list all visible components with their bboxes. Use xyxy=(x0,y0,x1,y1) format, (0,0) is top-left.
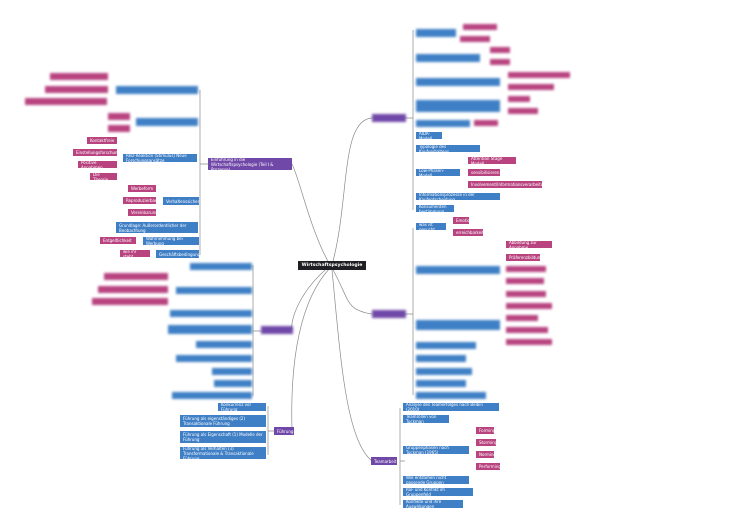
node-werbeform[interactable]: Werbeform xyxy=(128,185,156,192)
node-fuehrung-2[interactable]: Führung als Eigenschaft (1) Modelle der … xyxy=(180,431,266,443)
node-emotion[interactable]: Emotion xyxy=(453,217,469,224)
blurred-node xyxy=(416,355,466,362)
node-aufwand[interactable]: Präferenzbildung xyxy=(506,254,540,261)
blurred-node xyxy=(170,310,252,317)
blurred-node xyxy=(176,355,252,362)
blurred-node xyxy=(416,380,466,387)
blurred-node xyxy=(506,266,546,272)
branch-fuehrung[interactable]: Führung xyxy=(274,427,294,435)
blurred-node xyxy=(108,113,130,120)
node-rollen[interactable]: Rol- und Konflikt im Gruppenfeld xyxy=(403,488,473,496)
node-die-theorie[interactable]: Die Theorie xyxy=(90,173,117,180)
blurred-branch xyxy=(261,326,293,334)
blurred-node xyxy=(474,120,498,126)
node-aida-modell[interactable]: AIDA-Modell xyxy=(416,132,442,139)
blurred-node xyxy=(460,36,490,42)
node-analyse[interactable]: Analyse des Teamerfolges nach Belbin (20… xyxy=(403,403,499,411)
node-attention[interactable]: Attention Stage Modell xyxy=(468,157,516,164)
node-reproduzierbarkeit[interactable]: Reproduzierbarkeit xyxy=(123,197,156,204)
blurred-node xyxy=(506,278,544,284)
node-lpm-phasen[interactable]: Low-Phasen-Modell xyxy=(416,169,460,176)
blurred-node xyxy=(508,72,570,78)
node-fuehrung-3[interactable]: Führung als Verhalten (3) Transformation… xyxy=(180,447,266,459)
node-was-ist-gesucht[interactable]: was ist gesucht xyxy=(416,223,446,230)
blurred-node xyxy=(506,315,538,321)
blurred-node xyxy=(416,368,472,375)
node-abbildung[interactable]: Abbildung zur Annahme xyxy=(506,241,552,248)
node-sensibilisieren[interactable]: sensibilisieren xyxy=(468,169,500,176)
node-konflikte[interactable]: Konflikte und ihre Auswirkungen xyxy=(403,500,463,508)
node-fuehrung-1[interactable]: Führung als eigenständiges (2) Transakti… xyxy=(180,415,266,427)
node-involvement[interactable]: Involvement/Informationsverarbeitung xyxy=(468,181,542,188)
blurred-node xyxy=(50,73,108,80)
blurred-node xyxy=(416,320,500,330)
node-norming[interactable]: Norming xyxy=(476,451,494,458)
blurred-node xyxy=(416,100,500,112)
blurred-node xyxy=(176,287,252,294)
blurred-node xyxy=(172,392,252,399)
blurred-node xyxy=(212,368,252,375)
node-informationsprozesse[interactable]: Informationsprozesse in der Kaufentschei… xyxy=(416,193,500,200)
blurred-node xyxy=(508,84,554,90)
node-vereinbarung[interactable]: Vereinbarung xyxy=(128,209,156,216)
blurred-node xyxy=(490,59,510,65)
branch-teamarbeit[interactable]: Teamarbeit xyxy=(371,457,397,465)
blurred-node xyxy=(116,86,198,94)
blurred-node xyxy=(104,273,168,280)
node-konkurrenz[interactable]: Konkurrenz vor Führung xyxy=(218,403,266,411)
blurred-node xyxy=(506,303,552,309)
node-reiz-reaktion[interactable]: Reiz-Reaktion (Stimulus) Neue Forschungs… xyxy=(123,154,197,162)
blurred-node xyxy=(490,47,510,53)
blurred-node xyxy=(508,108,538,114)
blurred-node xyxy=(108,125,130,132)
blurred-node xyxy=(416,120,470,127)
node-verhaltenssicherung[interactable]: Verhaltenssicherung xyxy=(163,197,199,205)
node-geschaeftsbedingungen[interactable]: Geschäftsbedingungen xyxy=(156,250,199,258)
blurred-node xyxy=(416,78,500,86)
blurred-node xyxy=(508,96,530,102)
node-einstellungsforschung[interactable]: Einstellungsforschung xyxy=(73,149,117,156)
node-gruppenphasen[interactable]: Gruppenphasen nach Tuckman (1965) xyxy=(403,446,469,454)
node-erreichbarkeit[interactable]: erreichbarkeit xyxy=(453,229,483,236)
node-performing[interactable]: Performing xyxy=(476,463,500,470)
blurred-node xyxy=(506,327,548,333)
blurred-branch xyxy=(372,114,406,122)
blurred-branch xyxy=(372,310,406,318)
node-positive-annahmen[interactable]: Positive Annahmen xyxy=(78,161,117,168)
blurred-node xyxy=(92,298,168,305)
blurred-node xyxy=(416,392,486,399)
node-wahrnehmung[interactable]: Wahrnehmung bei Werbung xyxy=(143,237,199,245)
blurred-node xyxy=(196,341,252,348)
blurred-node xyxy=(190,263,252,270)
blurred-node xyxy=(25,98,107,105)
node-konsumenten[interactable]: Konsumenten bestimmung xyxy=(416,205,454,212)
blurred-node xyxy=(416,266,500,274)
node-storming[interactable]: Storming xyxy=(476,439,496,446)
blurred-node xyxy=(416,342,476,349)
node-kontaktfrei[interactable]: Kontaktfreie xyxy=(87,137,117,144)
blurred-node xyxy=(45,86,108,93)
blurred-node xyxy=(506,291,546,297)
blurred-node xyxy=(168,325,252,334)
node-teamrollen[interactable]: Teamrollen von Tuckman xyxy=(403,415,449,423)
node-typologie[interactable]: Typologie des Kaufverhaltens xyxy=(416,145,480,152)
node-wie-ihr-steht[interactable]: wie ihr steht xyxy=(120,250,150,257)
blurred-node xyxy=(463,24,497,30)
branch-top-left[interactable]: Einführung in die Wirtschaftspsychologie… xyxy=(208,158,292,170)
node-grundlage[interactable]: Grundlage: Außerordentlicher der Beobach… xyxy=(116,222,198,233)
blurred-node xyxy=(98,286,168,293)
blurred-node xyxy=(416,29,456,37)
root-node[interactable]: Wirtschaftspsychologie xyxy=(298,261,366,270)
blurred-node xyxy=(214,380,252,387)
node-gruppen[interactable]: Wie entstehen nicht passende Gruppen xyxy=(403,476,469,484)
blurred-node xyxy=(136,118,198,126)
node-entgeltlichkeit[interactable]: Entgeltlichkeit xyxy=(100,237,136,244)
node-forming[interactable]: Forming xyxy=(476,427,494,434)
blurred-node xyxy=(506,339,552,345)
blurred-node xyxy=(416,54,480,62)
